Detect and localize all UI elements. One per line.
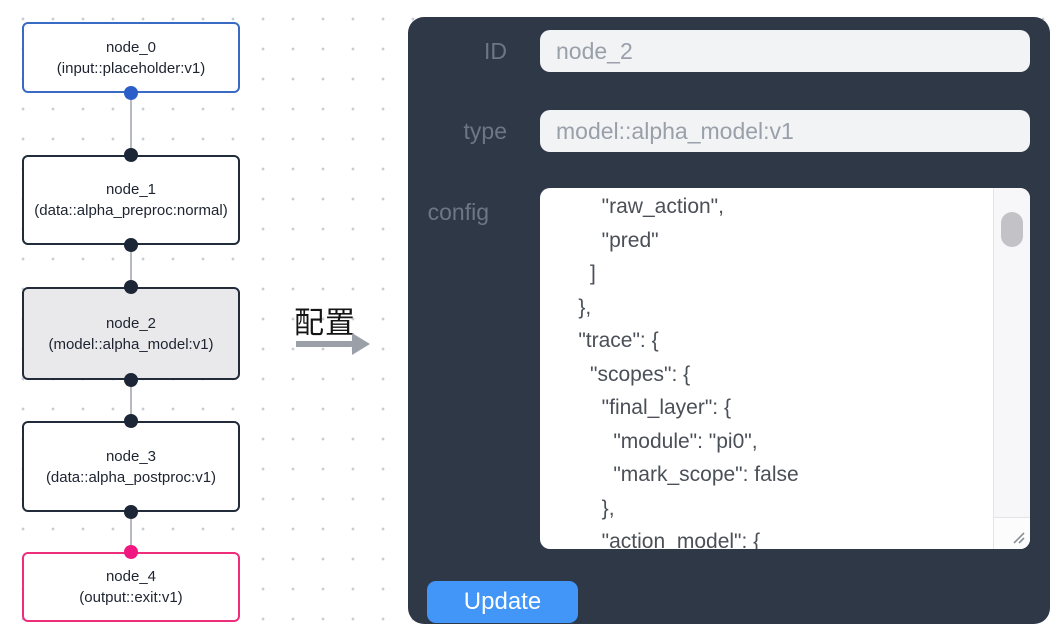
port-dot-node0-out[interactable] [124, 86, 138, 100]
config-textarea[interactable]: "raw_action", "pred" ] }, "trace": { "sc… [540, 188, 1030, 549]
node-type-label: (output::exit:v1) [79, 589, 183, 606]
port-dot-node2-out[interactable] [124, 373, 138, 387]
config-json-text[interactable]: "raw_action", "pred" ] }, "trace": { "sc… [578, 195, 799, 549]
id-input[interactable] [540, 30, 1030, 72]
node-label: node_3 [105, 447, 157, 465]
node-node_4[interactable]: node_4 (output::exit:v1) [22, 552, 240, 622]
arrow-right-icon-head [352, 333, 370, 355]
node-type-label: (data::alpha_preproc:normal) [34, 202, 228, 219]
port-dot-node4-in[interactable] [124, 545, 138, 559]
edge-node0-node1[interactable] [130, 93, 132, 155]
node-node_1[interactable]: node_1 (data::alpha_preproc:normal) [22, 155, 240, 245]
node-node_0[interactable]: node_0 (input::placeholder:v1) [22, 22, 240, 93]
edge-node2-node3[interactable] [130, 380, 132, 421]
arrow-right-icon [296, 341, 354, 347]
node-type-label: (model::alpha_model:v1) [48, 335, 214, 353]
resize-handle-icon[interactable] [1010, 529, 1026, 545]
type-field-label: type [463, 118, 507, 144]
port-dot-node1-out[interactable] [124, 238, 138, 252]
config-scrollbar-thumb[interactable] [1001, 212, 1023, 247]
config-scrollbar-track[interactable] [993, 188, 1030, 549]
node-label: node_2 [105, 314, 157, 332]
edge-node1-node2[interactable] [130, 245, 132, 287]
node-type-label: (input::placeholder:v1) [56, 59, 206, 77]
config-resize-corner[interactable] [993, 517, 1030, 549]
node-label: node_4 [105, 568, 157, 585]
node-label: node_1 [105, 181, 157, 198]
id-field-label: ID [484, 38, 507, 64]
port-dot-node1-in[interactable] [124, 148, 138, 162]
update-button[interactable]: Update [427, 581, 578, 623]
flow-canvas[interactable]: node_0 (input::placeholder:v1) node_1 (d… [0, 0, 270, 643]
transition-label: 配置 [294, 307, 356, 340]
type-input[interactable] [540, 110, 1030, 152]
node-label: node_0 [105, 38, 157, 56]
node-node_2-selected[interactable]: node_2 (model::alpha_model:v1) [22, 287, 240, 380]
node-config-panel: ID type config "raw_action", "pred" ] },… [408, 17, 1050, 624]
port-dot-node2-in[interactable] [124, 280, 138, 294]
port-dot-node3-out[interactable] [124, 505, 138, 519]
port-dot-node3-in[interactable] [124, 414, 138, 428]
node-node_3[interactable]: node_3 (data::alpha_postproc:v1) [22, 421, 240, 512]
edge-node3-node4[interactable] [130, 512, 132, 552]
node-type-label: (data::alpha_postproc:v1) [45, 468, 217, 486]
config-field-label: config [427, 199, 489, 225]
